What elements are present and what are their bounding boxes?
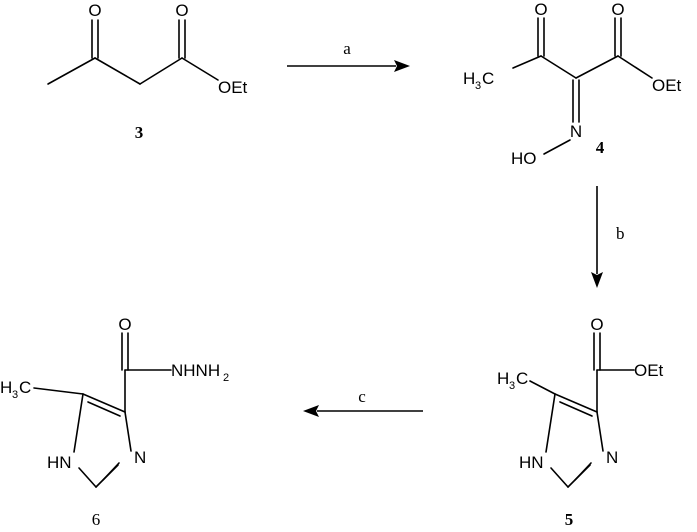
oxygen-label: O <box>88 1 101 20</box>
oxygen-label: O <box>590 315 603 334</box>
nitrogen-label: N <box>606 448 618 467</box>
svg-text:3: 3 <box>12 389 18 401</box>
methyl-label: H 3 C <box>463 69 494 92</box>
compound-number: 4 <box>596 138 605 157</box>
svg-text:C: C <box>19 378 31 397</box>
nh-label: HN <box>519 453 544 472</box>
compound-6: O NHNH 2 H 3 C N HN 6 <box>0 315 229 529</box>
svg-text:C: C <box>516 369 528 388</box>
ethoxy-label: OEt <box>218 78 248 97</box>
svg-text:3: 3 <box>475 80 481 92</box>
compound-number: 3 <box>135 123 144 142</box>
reaction-arrow-c: c <box>303 387 423 417</box>
oxygen-label: O <box>175 1 188 20</box>
svg-text:C: C <box>482 69 494 88</box>
compound-4: O O OEt H 3 C N HO 4 <box>463 0 682 168</box>
nitrogen-label: N <box>134 448 146 467</box>
oxygen-label: O <box>118 315 131 334</box>
svg-text:NHNH: NHNH <box>171 361 220 380</box>
methyl-label: H 3 C <box>497 369 528 392</box>
hydroxyl-label: HO <box>511 149 537 168</box>
nitrogen-label: N <box>570 122 582 141</box>
svg-text:H: H <box>497 369 509 388</box>
hydrazide-label: NHNH 2 <box>171 361 229 384</box>
reagent-label: c <box>358 387 366 406</box>
ethoxy-label: OEt <box>652 76 682 95</box>
compound-5: O OEt H 3 C N HN 5 <box>497 315 664 529</box>
compound-number: 6 <box>92 510 101 529</box>
reaction-arrow-a: a <box>287 39 410 72</box>
nh-label: HN <box>47 453 72 472</box>
svg-text:H: H <box>463 69 475 88</box>
oxygen-label: O <box>534 0 547 19</box>
reagent-label: b <box>616 224 625 243</box>
reagent-label: a <box>343 39 351 58</box>
svg-text:H: H <box>0 378 12 397</box>
methyl-label: H 3 C <box>0 378 31 401</box>
oxygen-label: O <box>611 0 624 19</box>
compound-number: 5 <box>565 510 574 529</box>
svg-text:3: 3 <box>509 380 515 392</box>
ethoxy-label: OEt <box>634 361 664 380</box>
reaction-arrow-b: b <box>591 186 625 288</box>
compound-3: O O OEt 3 <box>47 1 248 142</box>
svg-text:2: 2 <box>223 372 229 384</box>
